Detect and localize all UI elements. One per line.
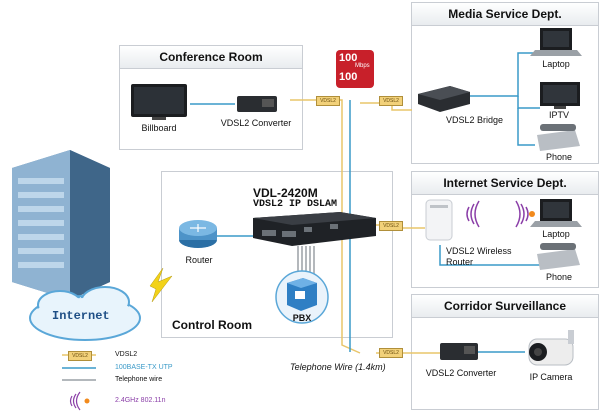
control-room-title: Control Room	[172, 318, 252, 332]
legend-wireless: 2.4GHz 802.11n	[115, 397, 166, 404]
control-room-box	[161, 171, 393, 338]
dslam-icon	[253, 212, 376, 246]
vdsl2-line-tag-internet: VDSL2	[379, 221, 403, 231]
vdsl2-converter-icon-conference	[237, 96, 277, 112]
ip-camera-icon	[528, 330, 574, 366]
router-icon	[179, 220, 217, 248]
speed-badge-unit: Mbps	[355, 63, 370, 69]
wireless-router-label: VDSL2 Wireless Router	[446, 246, 512, 267]
dslam-name: VDSL2 IP DSLAM	[253, 199, 338, 210]
billboard-label: Billboard	[141, 123, 177, 133]
conference-converter-label: VDSL2 Converter	[220, 118, 292, 128]
conference-room-title: Conference Room	[120, 46, 302, 69]
telephone-wire-label: Telephone Wire (1.4km)	[290, 362, 386, 372]
internet-label: Internet	[52, 309, 110, 323]
vdsl2-bridge-icon	[418, 86, 470, 112]
phone-label-media: Phone	[545, 152, 573, 162]
vdsl2-line-tag-media: VDSL2	[379, 96, 403, 106]
legend-utp: 100BASE-TX UTP	[115, 364, 173, 371]
iptv-icon	[540, 82, 580, 109]
speed-badge-top: 100	[339, 52, 358, 64]
internet-cloud-icon	[29, 286, 141, 341]
iptv-label: IPTV	[548, 110, 570, 120]
pbx-label: PBX	[292, 313, 312, 323]
laptop-label-internet: Laptop	[542, 229, 570, 239]
laptop-label-media: Laptop	[542, 59, 570, 69]
speed-badge-icon	[336, 50, 374, 88]
internet-service-title: Internet Service Dept.	[412, 172, 598, 195]
vdsl2-wireless-router-icon	[425, 199, 453, 241]
legend-wireless-icon	[69, 391, 81, 411]
legend-telephone-wire: Telephone wire	[115, 376, 163, 383]
ip-camera-label: IP Camera	[529, 372, 573, 382]
vdsl2-converter-icon-corridor	[440, 343, 478, 360]
bridge-label: VDSL2 Bridge	[446, 115, 504, 125]
wireless-signal-icon	[466, 200, 529, 228]
vdsl2-line-tag-corridor: VDSL2	[379, 348, 403, 358]
phone-icon-media	[537, 124, 580, 151]
laptop-icon-media	[530, 28, 582, 56]
lightning-icon	[149, 267, 173, 303]
building-icon	[12, 150, 110, 300]
speed-badge-bottom: 100	[339, 71, 358, 83]
legend-vdsl2: VDSL2	[115, 351, 138, 358]
router-label: Router	[185, 255, 213, 265]
vdsl2-line-tag-conference: VDSL2	[316, 96, 340, 106]
phone-icon-internet	[537, 243, 580, 270]
laptop-icon-internet	[530, 199, 582, 227]
legend-vdsl2-tag: VDSL2	[68, 351, 92, 361]
dslam-model: VDL-2420M	[253, 186, 318, 200]
phone-label-internet: Phone	[545, 272, 573, 282]
billboard-icon	[131, 84, 187, 120]
media-service-title: Media Service Dept.	[412, 3, 598, 26]
corridor-surveillance-title: Corridor Surveillance	[412, 295, 598, 318]
corridor-converter-label: VDSL2 Converter	[425, 368, 497, 378]
pbx-icon	[275, 270, 329, 324]
